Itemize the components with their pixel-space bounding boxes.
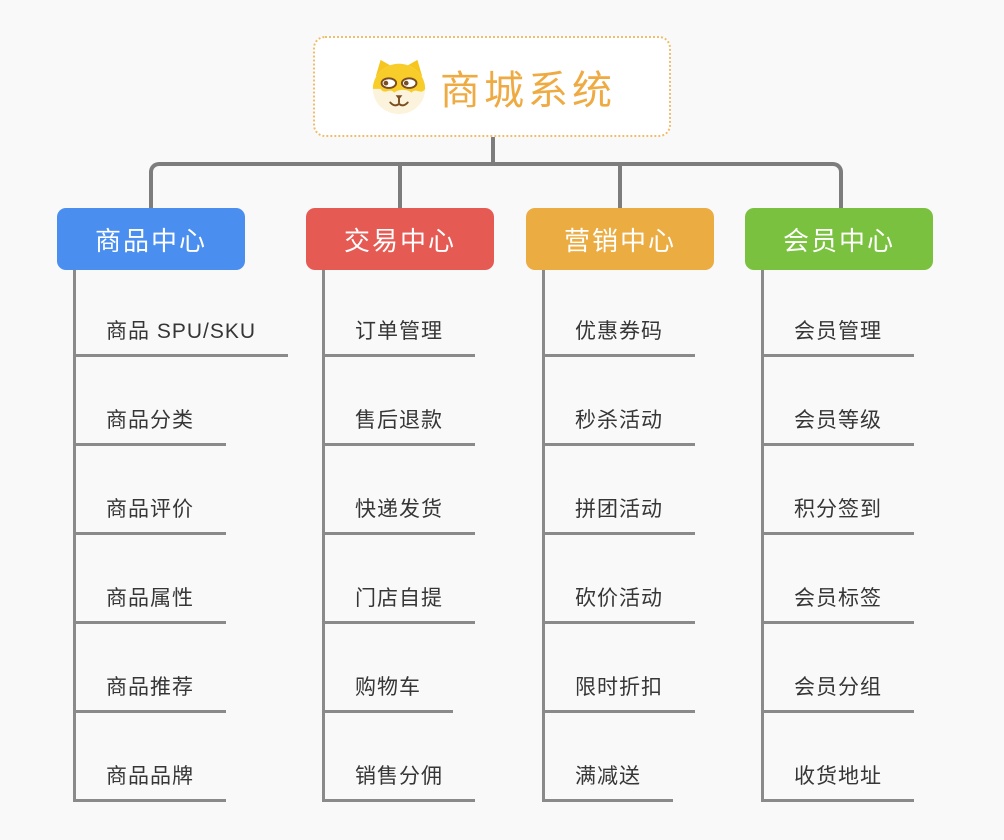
leaf-topic[interactable]: 满减送 [545,763,673,802]
branch-children-member-center: 会员管理会员等级积分签到会员标签会员分组收货地址 [761,270,914,802]
leaf-topic[interactable]: 积分签到 [764,496,914,535]
leaf-topic[interactable]: 会员标签 [764,585,914,624]
leaf-topic[interactable]: 会员分组 [764,674,914,713]
branch-children-trade-center: 订单管理售后退款快递发货门店自提购物车销售分佣 [322,270,475,802]
leaf-topic[interactable]: 售后退款 [325,407,475,446]
connector-root-stub [491,136,495,166]
branch-children-product-center: 商品 SPU/SKU 商品分类商品评价商品属性商品推荐商品品牌 [73,270,289,802]
branch-children-marketing-center: 优惠券码秒杀活动拼团活动砍价活动限时折扣满减送 [542,270,695,802]
leaf-topic[interactable]: 秒杀活动 [545,407,695,446]
leaf-topic[interactable]: 会员等级 [764,407,914,446]
leaf-topic[interactable]: 会员管理 [764,318,914,357]
leaf-topic[interactable]: 收货地址 [764,763,914,802]
branch-topic-trade-center[interactable]: 交易中心 [306,208,494,270]
connector-drop-line [398,162,402,208]
leaf-topic[interactable]: 门店自提 [325,585,475,624]
leaf-topic[interactable]: 商品属性 [76,585,226,624]
root-topic[interactable]: 商城系统 [313,36,671,137]
leaf-topic[interactable]: 优惠券码 [545,318,695,357]
connector-drop-line [618,162,622,208]
branch-topic-marketing-center[interactable]: 营销中心 [526,208,714,270]
leaf-topic[interactable]: 拼团活动 [545,496,695,535]
leaf-topic[interactable]: 订单管理 [325,318,475,357]
branch-topic-member-center[interactable]: 会员中心 [745,208,933,270]
leaf-topic[interactable]: 购物车 [325,674,453,713]
leaf-topic[interactable]: 砍价活动 [545,585,695,624]
leaf-topic[interactable]: 商品 SPU/SKU [76,318,289,357]
root-topic-label: 商城系统 [440,68,616,113]
leaf-topic[interactable]: 限时折扣 [545,674,695,713]
leaf-topic[interactable]: 商品推荐 [76,674,226,713]
leaf-topic[interactable]: 商品分类 [76,407,226,446]
leaf-topic[interactable]: 商品品牌 [76,763,226,802]
leaf-topic[interactable]: 销售分佣 [325,763,475,802]
connector-bus-line [149,162,843,212]
leaf-topic[interactable]: 商品评价 [76,496,226,535]
leaf-topic[interactable]: 快递发货 [325,496,475,535]
dog-face-icon [372,59,426,114]
branch-topic-product-center[interactable]: 商品中心 [57,208,245,270]
